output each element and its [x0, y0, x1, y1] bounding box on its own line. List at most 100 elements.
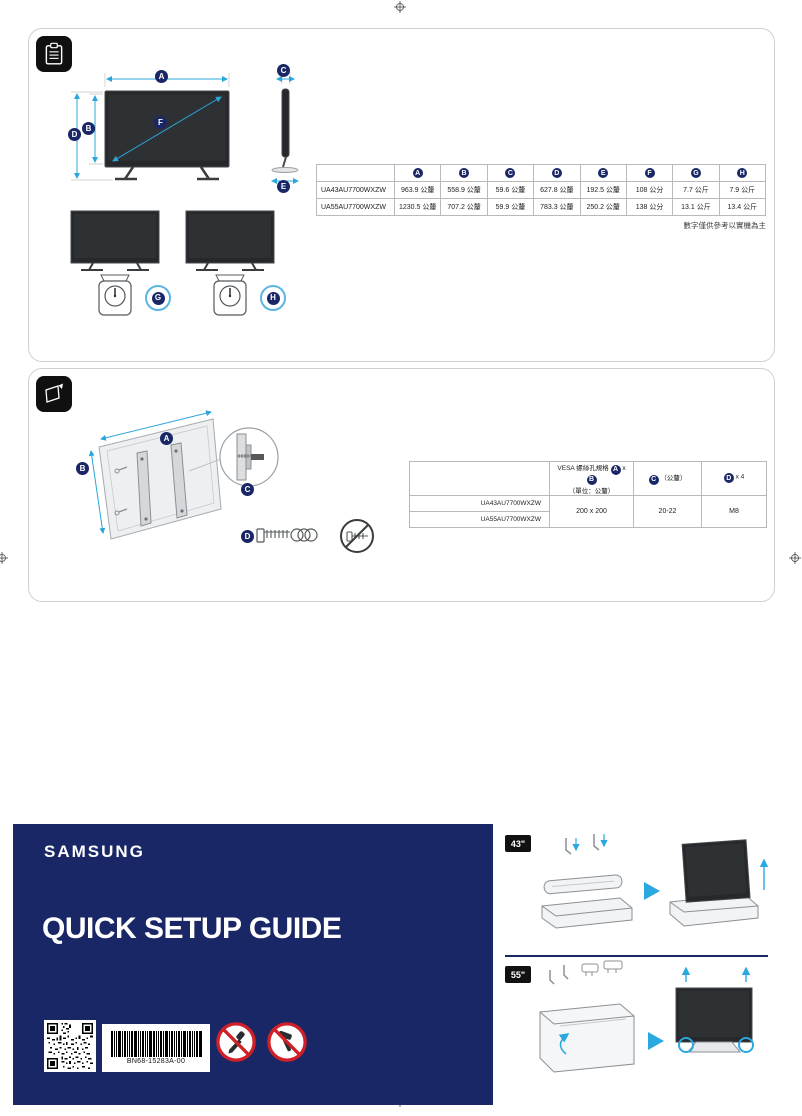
d-header: D x 4	[701, 461, 767, 496]
size-badge-55: 55"	[505, 966, 531, 983]
callout-a: A	[155, 70, 168, 83]
callout-h-ring: H	[260, 285, 286, 311]
vesa-value: 200 x 200	[549, 494, 634, 528]
col-b: B	[440, 164, 488, 182]
vesa-spec-header: VESA 螺絲孔規格 A x B （單位：公釐）	[549, 461, 634, 496]
dim-value: 13.4 公斤	[718, 198, 767, 216]
col-d-badge: D	[551, 168, 562, 178]
dim-value: 627.8 公釐	[533, 181, 581, 199]
dimensions-table: A B C D E F G H UA43AU7700WXZW 963.9 公釐 …	[316, 164, 767, 216]
col-d: D	[533, 164, 581, 182]
empty-header-cell	[409, 461, 550, 496]
model-name: UA55AU7700WXZW	[409, 510, 550, 528]
wallmount-diagram	[88, 410, 374, 553]
dim-value: 59.9 公釐	[486, 198, 535, 216]
qr-code	[44, 1020, 96, 1072]
crosshair-registration-mark	[394, 1, 406, 13]
col-c: C	[486, 164, 535, 182]
samsung-logo: SAMSUNG	[44, 842, 145, 861]
crosshair-registration-mark	[0, 552, 8, 564]
callout-b: B	[82, 122, 95, 135]
dim-value: 192.5 公釐	[579, 181, 627, 199]
col-h-badge: H	[737, 168, 748, 178]
table-row: UA55AU7700WXZW	[409, 510, 767, 528]
table-header-row: VESA 螺絲孔規格 A x B （單位：公釐） C （公釐） D x 4	[409, 461, 767, 496]
dim-value: 13.1 公斤	[672, 198, 720, 216]
callout-g-ring: G	[145, 285, 171, 311]
callout-a: A	[160, 432, 173, 445]
section-divider	[505, 955, 768, 957]
col-a-badge: A	[412, 168, 423, 178]
model-name: UA43AU7700WXZW	[409, 494, 550, 512]
callout-g: G	[151, 291, 165, 305]
dim-value: 7.7 公斤	[672, 181, 720, 199]
col-g-badge: G	[690, 168, 701, 178]
dim-value: 783.3 公釐	[533, 198, 581, 216]
tv-side-diagram	[271, 72, 299, 184]
dim-value: 707.2 公釐	[440, 198, 488, 216]
vesa-header-text: VESA 螺絲孔規格	[557, 465, 609, 472]
stand-assembly-43-diagram	[541, 834, 769, 929]
cover-panel: SAMSUNG QUICK SETUP GUIDE	[13, 824, 493, 1105]
wall-mount-icon	[36, 376, 72, 412]
c-header-suffix: （公釐）	[660, 475, 687, 482]
col-c-badge: C	[505, 168, 516, 178]
barcode: BN68-15283A-00	[102, 1024, 210, 1072]
col-f-badge: F	[644, 168, 655, 178]
size-badge-43: 43"	[505, 835, 531, 852]
model-name: UA55AU7700WXZW	[316, 198, 395, 216]
no-screwdriver-icon	[216, 1022, 256, 1062]
table-header-row: A B C D E F G H	[316, 164, 767, 182]
c-value: 20-22	[633, 494, 702, 528]
col-g: G	[672, 164, 720, 182]
callout-h: H	[266, 291, 280, 305]
tv-weight-diagram	[70, 210, 275, 316]
col-b-badge: B	[459, 168, 470, 178]
dim-value: 1230.5 公釐	[393, 198, 442, 216]
callout-c-badge: C	[648, 474, 659, 485]
crosshair-registration-mark	[789, 552, 801, 564]
table-row: UA43AU7700WXZW 963.9 公釐 558.9 公釐 59.6 公釐…	[316, 181, 767, 199]
callout-b: B	[76, 462, 89, 475]
wallmount-panel: A B C D VESA 螺絲孔規格 A x B （單位：公釐） C	[28, 368, 775, 602]
clipboard-icon	[36, 36, 72, 72]
empty-header-cell	[316, 164, 395, 182]
callout-b-badge: B	[586, 474, 597, 485]
d-header-suffix: x 4	[735, 473, 745, 481]
stand-assembly-55-diagram	[539, 960, 754, 1073]
d-value: M8	[701, 494, 767, 528]
col-h: H	[718, 164, 767, 182]
callout-d-badge: D	[723, 473, 734, 484]
callout-d: D	[68, 128, 81, 141]
callout-c: C	[277, 64, 290, 77]
col-a: A	[393, 164, 442, 182]
col-f: F	[625, 164, 674, 182]
dimensions-panel: A B D F C E G H A B C D E F G H	[28, 28, 775, 362]
barcode-text: BN68-15283A-00	[126, 1058, 186, 1065]
x-separator: x	[622, 465, 626, 472]
c-header: C （公釐）	[633, 461, 702, 496]
table-row: UA43AU7700WXZW 200 x 200 20-22 M8	[409, 494, 767, 528]
vesa-header-unit: （單位：公釐）	[568, 487, 615, 495]
callout-c: C	[241, 483, 254, 496]
no-hammer-icon	[267, 1022, 307, 1062]
dim-value: 963.9 公釐	[393, 181, 442, 199]
callout-f: F	[154, 116, 167, 129]
callout-e: E	[277, 180, 290, 193]
model-name: UA43AU7700WXZW	[316, 181, 395, 199]
dim-value: 7.9 公斤	[718, 181, 767, 199]
dim-value: 138 公分	[625, 198, 674, 216]
col-e: E	[579, 164, 627, 182]
vesa-table: VESA 螺絲孔規格 A x B （單位：公釐） C （公釐） D x 4	[409, 461, 767, 528]
disclaimer-note: 數字僅供參考以實機為主	[683, 221, 767, 230]
cover-title: QUICK SETUP GUIDE	[42, 912, 342, 945]
col-e-badge: E	[598, 168, 609, 178]
callout-a-badge: A	[610, 464, 621, 475]
dim-value: 558.9 公釐	[440, 181, 488, 199]
dim-value: 59.6 公釐	[486, 181, 535, 199]
dim-value: 108 公分	[625, 181, 674, 199]
table-row: UA55AU7700WXZW 1230.5 公釐 707.2 公釐 59.9 公…	[316, 198, 767, 216]
dim-value: 250.2 公釐	[579, 198, 627, 216]
callout-d: D	[241, 530, 254, 543]
